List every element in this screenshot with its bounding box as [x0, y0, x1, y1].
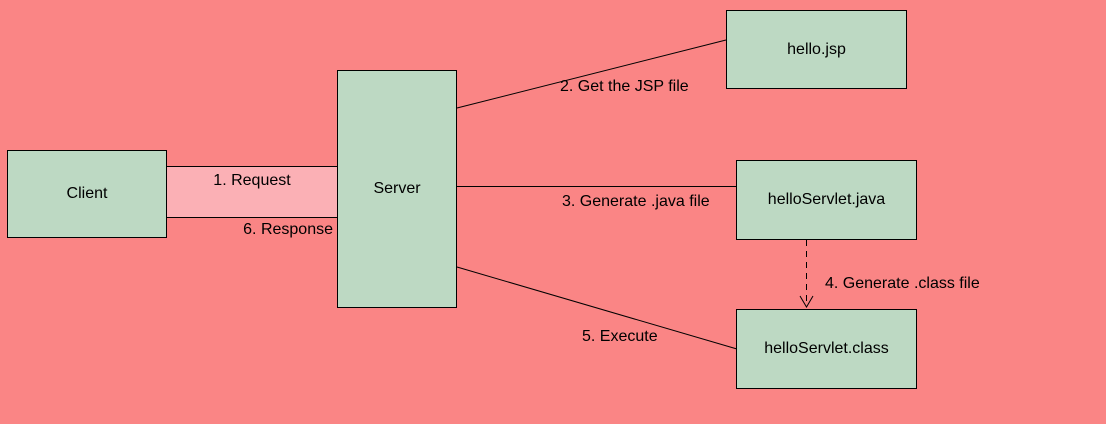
node-helloservlet-java: helloServlet.java [736, 160, 917, 240]
node-client-label: Client [66, 185, 108, 202]
node-server: Server [337, 70, 457, 308]
node-client: Client [7, 150, 167, 238]
arrowhead-down-icon [799, 295, 814, 308]
edge-execute-line [456, 266, 738, 350]
edge-label-request: 1. Request [213, 172, 291, 189]
node-hello-jsp-label: hello.jsp [787, 40, 846, 58]
request-response-band [167, 166, 337, 218]
edge-label-generate-class-file: 4. Generate .class file [825, 275, 980, 292]
node-helloservlet-java-label: helloServlet.java [767, 191, 886, 208]
edge-label-get-jsp-file: 2. Get the JSP file [560, 78, 689, 95]
edge-label-execute: 5. Execute [582, 328, 658, 345]
edge-get-jsp-line [456, 39, 727, 109]
node-hello-jsp: hello.jsp [726, 10, 907, 89]
node-helloservlet-class: helloServlet.class [736, 309, 917, 389]
node-server-label: Server [373, 180, 421, 197]
edge-label-generate-java-file: 3. Generate .java file [562, 193, 710, 210]
node-helloservlet-class-label: helloServlet.class [764, 340, 889, 357]
edge-label-response: 6. Response [243, 221, 333, 238]
